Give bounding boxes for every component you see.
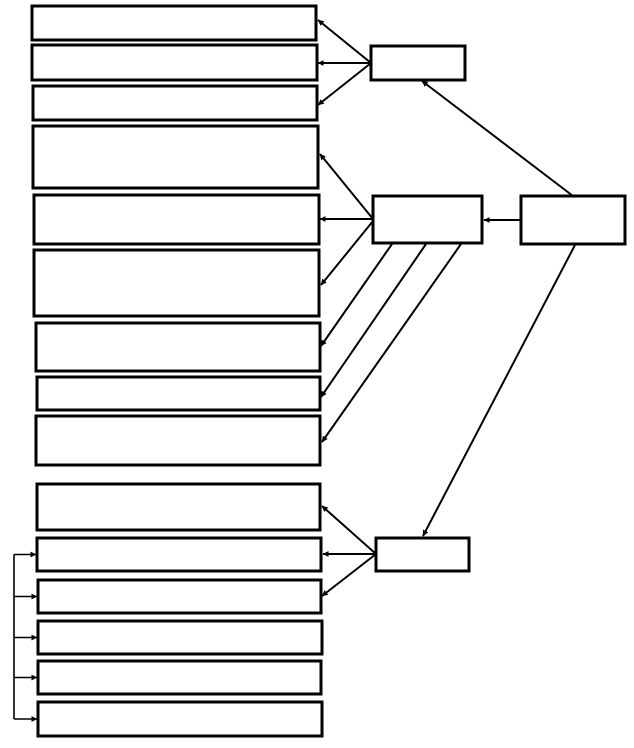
node-g2-item-4 [34, 321, 322, 373]
node-g1-item-2 [30, 43, 319, 82]
node-g3-item-3 [36, 578, 323, 615]
node-box [36, 578, 323, 615]
arrow-group-1-to-g1-item-1 [317, 19, 372, 64]
node-g3-sub-3 [36, 700, 324, 738]
arrow-group-2-to-g2-item-5 [320, 243, 427, 398]
node-g2-item-3 [32, 248, 321, 318]
nodes-layer [30, 4, 627, 738]
node-box [35, 375, 322, 412]
arrow-root-to-group-3 [422, 244, 576, 537]
arrow-group-2-to-g2-item-6 [321, 243, 462, 443]
node-g1-item-1 [30, 4, 318, 42]
node-box [36, 700, 324, 738]
arrow-group-3-to-g3-item-3 [321, 553, 377, 597]
node-g3-item-2 [35, 536, 323, 573]
edges-layer [13, 19, 576, 722]
node-g2-item-5 [35, 375, 322, 412]
node-box [369, 44, 467, 82]
node-box [34, 321, 322, 373]
node-box [32, 248, 321, 318]
node-group-1 [369, 44, 467, 82]
node-box [35, 536, 323, 573]
node-box [30, 43, 319, 82]
node-box [519, 194, 627, 246]
arrow-group-1-to-g1-item-3 [317, 62, 372, 106]
node-g3-sub-1 [36, 619, 324, 656]
node-group-3 [374, 536, 471, 573]
node-box [34, 414, 322, 467]
node-g2-item-6 [34, 414, 322, 467]
node-box [32, 193, 321, 246]
node-group-2 [371, 194, 484, 245]
node-g2-item-1 [31, 124, 320, 190]
node-g3-item-1 [35, 482, 322, 532]
node-g3-sub-2 [36, 659, 323, 696]
arrow-group-2-to-g2-item-1 [319, 153, 374, 220]
node-box [31, 84, 319, 122]
node-box [36, 619, 324, 656]
node-box [36, 659, 323, 696]
node-box [35, 482, 322, 532]
arrow-root-to-group-1 [421, 80, 574, 197]
node-box [31, 124, 320, 190]
node-g2-item-2 [32, 193, 321, 246]
node-g1-item-3 [31, 84, 319, 122]
node-box [374, 536, 471, 573]
node-box [371, 194, 484, 245]
node-box [30, 4, 318, 42]
node-root [519, 194, 627, 246]
arrow-group-2-to-g2-item-4 [320, 243, 393, 347]
arrow-group-3-to-g3-item-1 [321, 505, 377, 555]
arrow-group-2-to-g2-item-3 [320, 220, 374, 286]
